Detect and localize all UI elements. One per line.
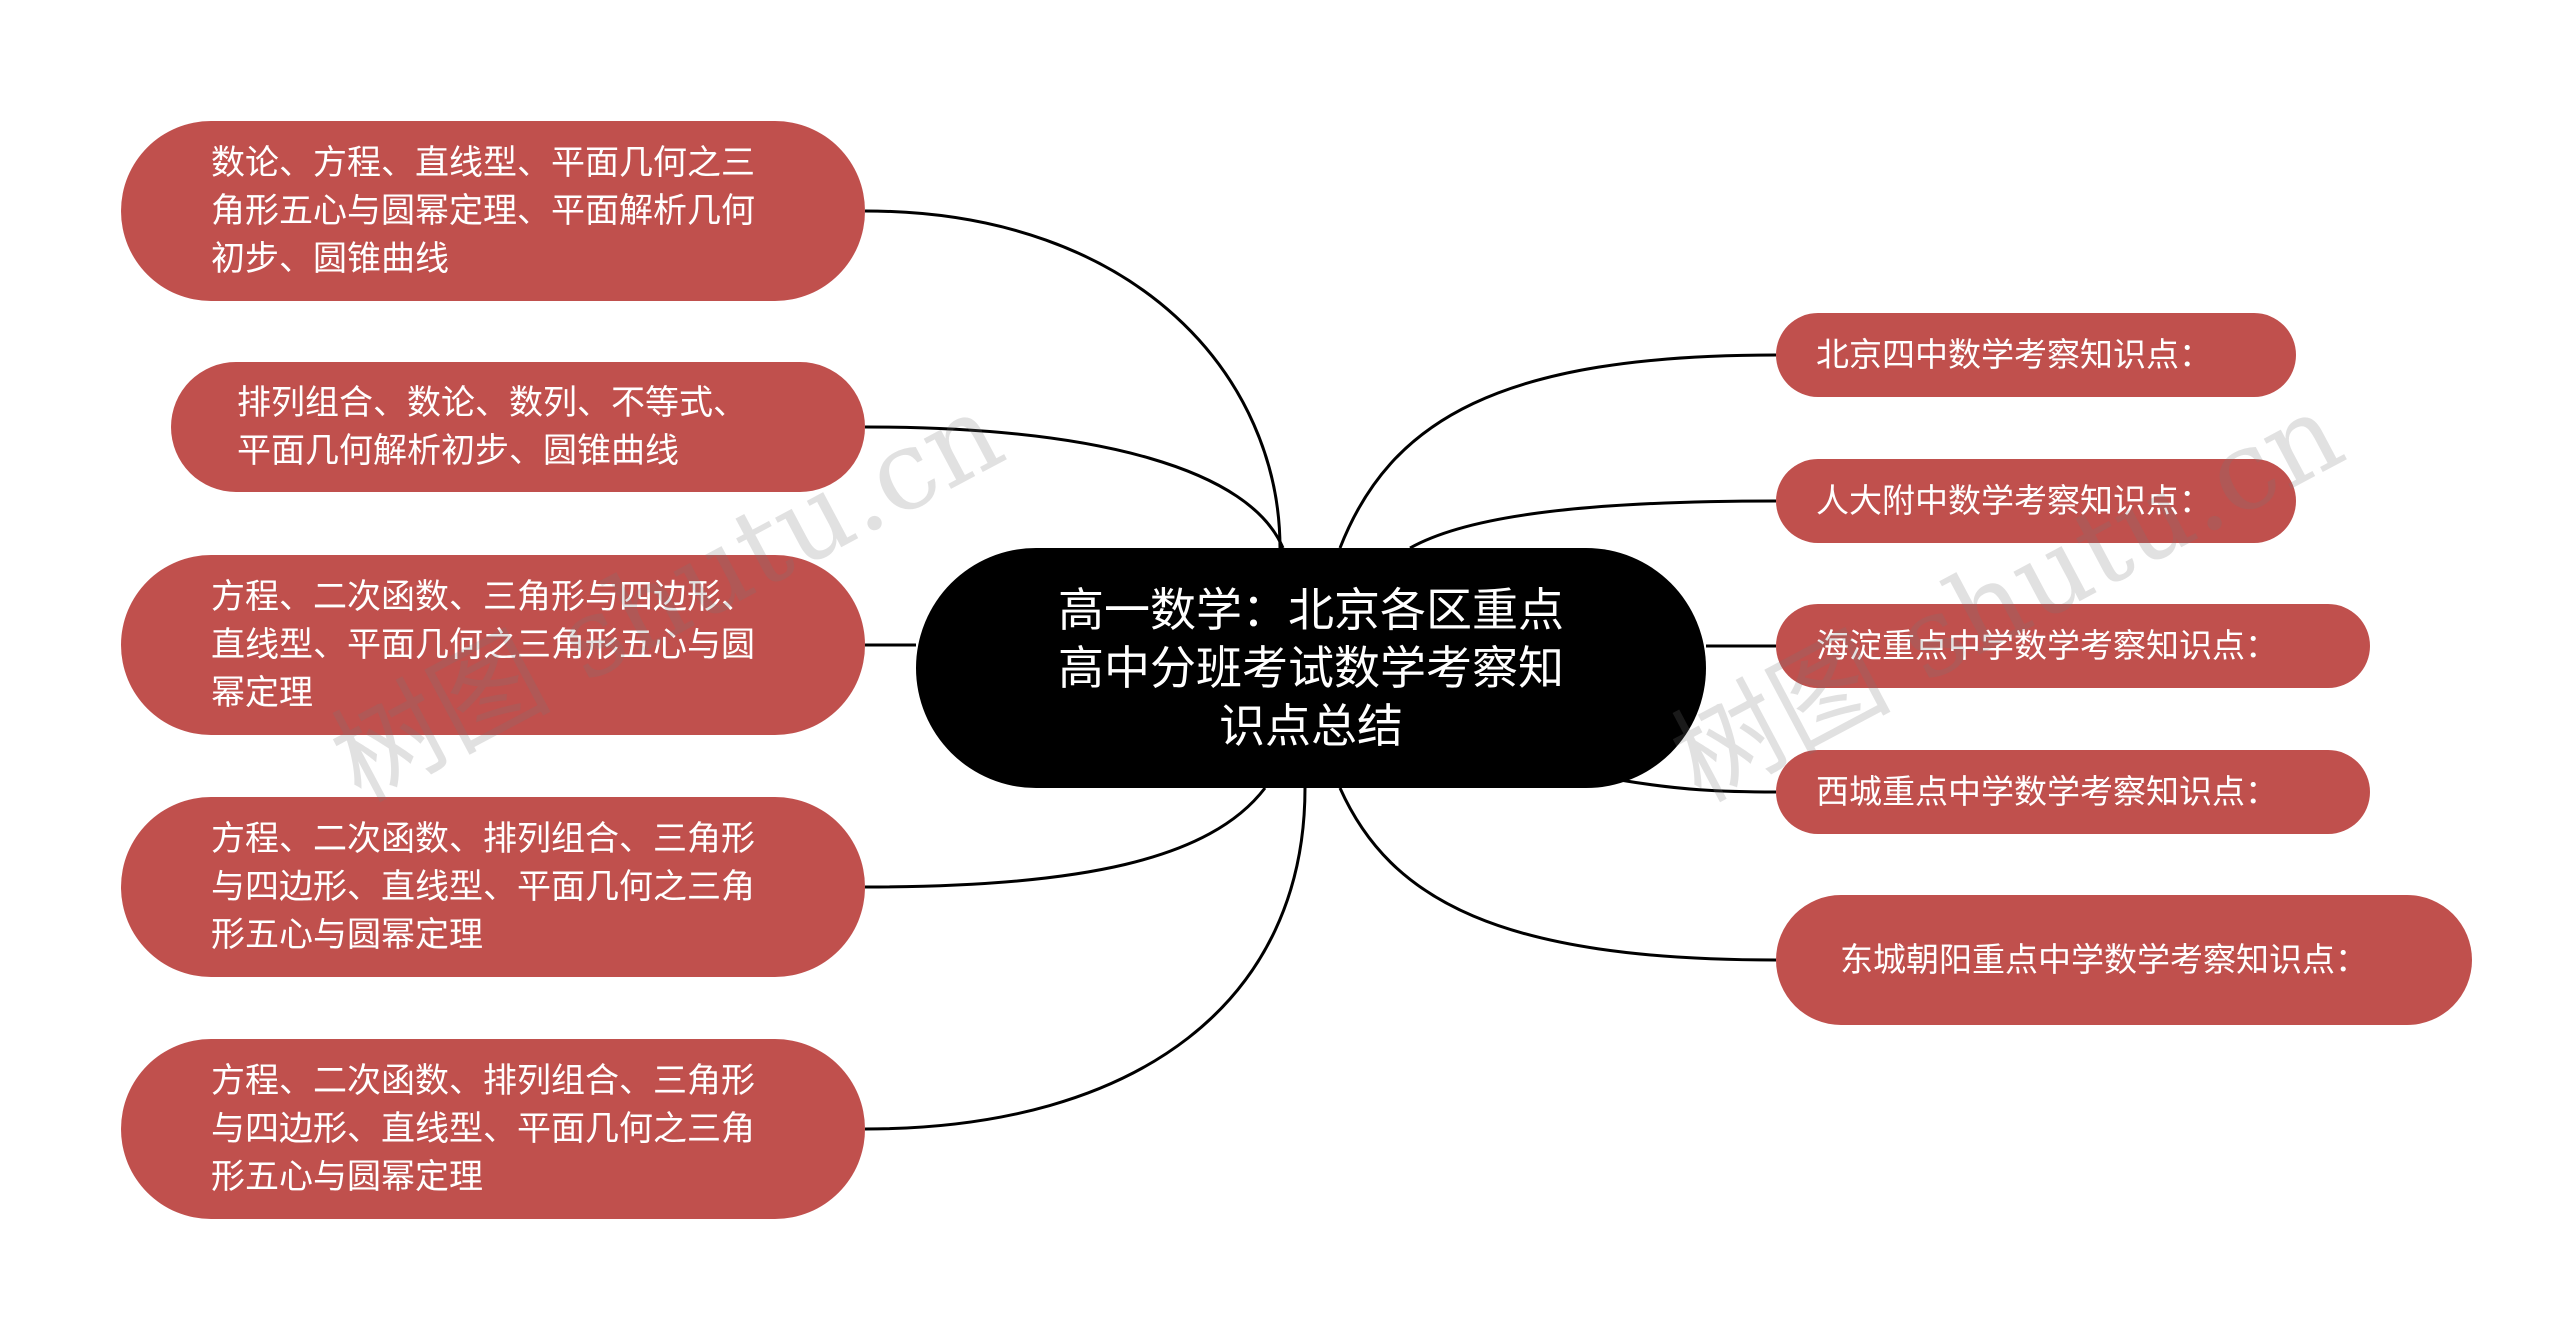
connector-left-1 xyxy=(864,209,1282,549)
right-topic-label: 东城朝阳重点中学数学考察知识点： xyxy=(1840,940,2368,979)
left-topic-node[interactable]: 排列组合、数论、数列、不等式、平面几何解析初步、圆锥曲线 xyxy=(171,362,865,492)
right-topic-label: 海淀重点中学数学考察知识点： xyxy=(1816,626,2278,665)
connector-left-4 xyxy=(864,787,1267,889)
left-topic-label: 方程、二次函数、三角形与四边形、直线型、平面几何之三角形五心与圆幂定理 xyxy=(211,577,755,713)
left-topic-label: 排列组合、数论、数列、不等式、平面几何解析初步、圆锥曲线 xyxy=(237,383,747,471)
left-topic-label: 方程、二次函数、排列组合、三角形与四边形、直线型、平面几何之三角形五心与圆幂定理 xyxy=(211,1061,755,1197)
connector-right-1 xyxy=(1338,353,1777,549)
left-topic-node[interactable]: 方程、二次函数、三角形与四边形、直线型、平面几何之三角形五心与圆幂定理 xyxy=(121,555,865,735)
connector-right-4 xyxy=(1619,778,1777,794)
left-topic-label: 数论、方程、直线型、平面几何之三角形五心与圆幂定理、平面解析几何初步、圆锥曲线 xyxy=(211,143,755,279)
connector-right-5 xyxy=(1338,787,1777,962)
right-topic-node[interactable]: 海淀重点中学数学考察知识点： xyxy=(1776,604,2370,688)
right-topic-node[interactable]: 西城重点中学数学考察知识点： xyxy=(1776,750,2370,834)
left-topic-node[interactable]: 方程、二次函数、排列组合、三角形与四边形、直线型、平面几何之三角形五心与圆幂定理 xyxy=(121,1039,865,1219)
left-topic-label: 方程、二次函数、排列组合、三角形与四边形、直线型、平面几何之三角形五心与圆幂定理 xyxy=(211,819,755,955)
central-topic-node[interactable]: 高一数学：北京各区重点高中分班考试数学考察知识点总结 xyxy=(916,548,1706,788)
left-topic-node[interactable]: 方程、二次函数、排列组合、三角形与四边形、直线型、平面几何之三角形五心与圆幂定理 xyxy=(121,797,865,977)
central-topic-label: 高一数学：北京各区重点高中分班考试数学考察知识点总结 xyxy=(1058,583,1564,753)
connector-left-2 xyxy=(864,425,1285,549)
connector-right-2 xyxy=(1409,499,1777,550)
right-topic-node[interactable]: 东城朝阳重点中学数学考察知识点： xyxy=(1776,895,2472,1025)
left-topic-node[interactable]: 数论、方程、直线型、平面几何之三角形五心与圆幂定理、平面解析几何初步、圆锥曲线 xyxy=(121,121,865,301)
right-topic-node[interactable]: 人大附中数学考察知识点： xyxy=(1776,459,2296,543)
right-topic-label: 北京四中数学考察知识点： xyxy=(1816,335,2212,374)
right-topic-label: 西城重点中学数学考察知识点： xyxy=(1816,772,2278,811)
right-topic-node[interactable]: 北京四中数学考察知识点： xyxy=(1776,313,2296,397)
connector-left-5 xyxy=(864,787,1307,1131)
right-topic-label: 人大附中数学考察知识点： xyxy=(1816,481,2212,520)
